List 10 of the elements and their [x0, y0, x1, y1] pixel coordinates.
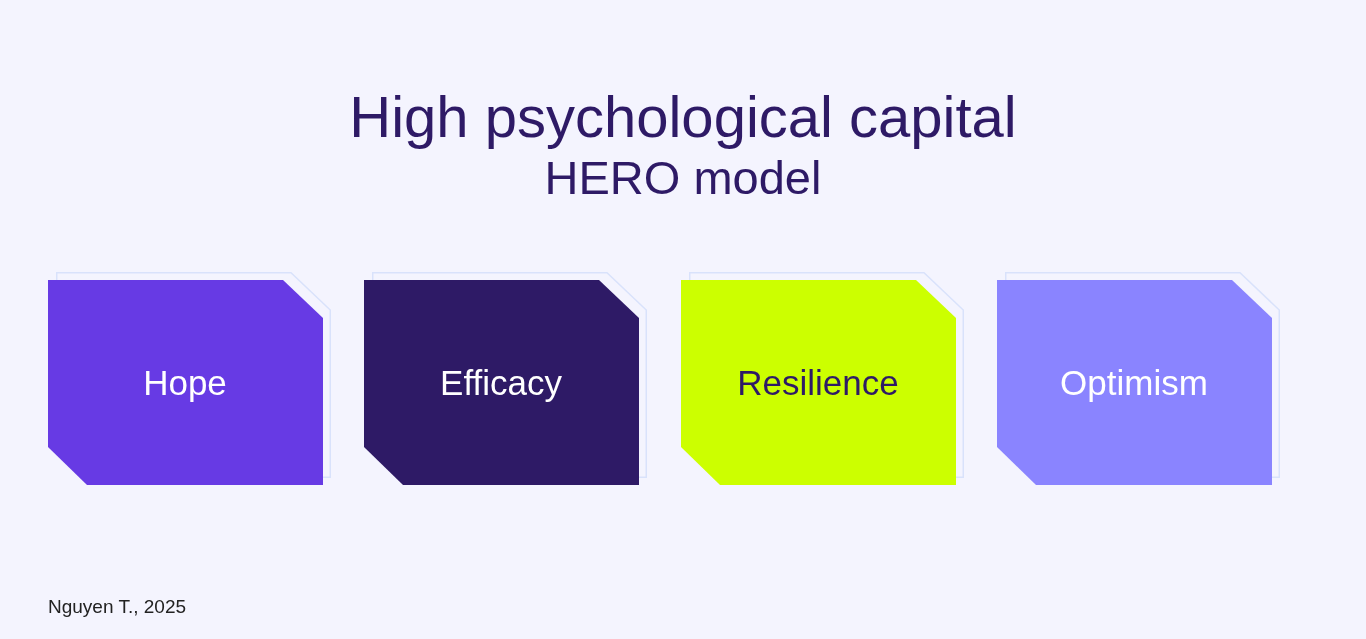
card-label: Resilience [737, 364, 899, 400]
source-caption: Nguyen T., 2025 [48, 597, 187, 616]
chamfered-card [48, 272, 331, 485]
card-label: Efficacy [440, 364, 562, 400]
chamfered-card [997, 272, 1280, 485]
card-label: Hope [143, 364, 227, 400]
chamfered-card [364, 272, 647, 485]
chamfered-card [681, 272, 964, 485]
subtitle: HERO model [544, 154, 822, 201]
card-label: Optimism [1060, 364, 1208, 400]
